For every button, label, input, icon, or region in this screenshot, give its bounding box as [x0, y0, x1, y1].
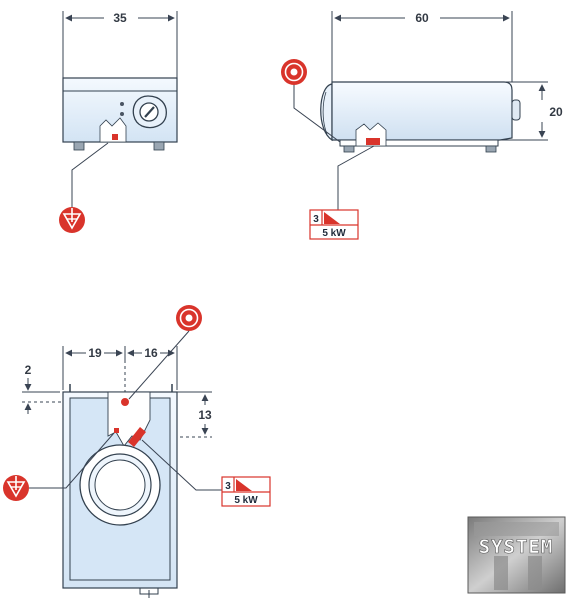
front-terminal — [112, 134, 118, 140]
front-width-label: 35 — [113, 11, 127, 25]
equipotential-icon — [59, 207, 85, 233]
top-ground-leader — [29, 432, 115, 489]
side-foot-left — [343, 145, 355, 153]
front-foot-left — [73, 141, 85, 151]
front-width-dimension — [62, 11, 178, 78]
top-connection-point — [121, 398, 129, 406]
power-rating-side: 5 kW — [322, 228, 346, 239]
equipotential-icon-top — [3, 475, 29, 501]
side-terminal — [366, 138, 380, 145]
system-logo: SYSTEM — [467, 516, 566, 594]
side-view: 60 20 — [281, 11, 563, 240]
control-knob — [132, 95, 167, 129]
top-power-leader — [141, 439, 222, 491]
front-ground-leader — [71, 142, 109, 208]
side-rear-connector — [511, 99, 521, 121]
hotplate-ring — [79, 444, 161, 526]
side-height-label: 20 — [549, 105, 563, 119]
indicator-light-bottom — [120, 112, 124, 116]
side-foot-right — [485, 145, 497, 153]
indicator-light-top — [120, 102, 124, 106]
front-cutaway — [99, 117, 127, 143]
front-view: 35 — [59, 11, 178, 233]
connection-icon-top — [176, 305, 202, 331]
side-length-label: 60 — [415, 11, 429, 25]
front-foot-right — [153, 141, 165, 151]
top-ground-terminal — [114, 428, 119, 433]
power-label-side: 3 5 kW — [309, 209, 359, 240]
power-phase-top: 3 — [225, 481, 231, 492]
side-length-dimension — [331, 11, 513, 82]
power-rating-top: 5 kW — [234, 495, 258, 506]
side-height-dimension — [500, 81, 548, 141]
connection-icon — [281, 59, 307, 85]
power-label-top: 3 5 kW — [221, 476, 271, 507]
side-power-leader — [337, 145, 375, 210]
top-small-offset-label: 2 — [25, 363, 32, 377]
top-horizontal-dimensions — [62, 346, 178, 390]
power-phase-side: 3 — [313, 214, 319, 225]
logo-text: SYSTEM — [479, 536, 554, 558]
top-right-offset-label: 16 — [144, 346, 158, 360]
top-view: 19 16 2 13 — [3, 305, 271, 598]
top-power-terminal — [128, 427, 146, 447]
top-left-offset-label: 19 — [88, 346, 102, 360]
top-vertical-offset-label: 13 — [198, 408, 212, 422]
side-connection-leader — [293, 85, 341, 143]
top-connection-leader — [128, 330, 190, 400]
